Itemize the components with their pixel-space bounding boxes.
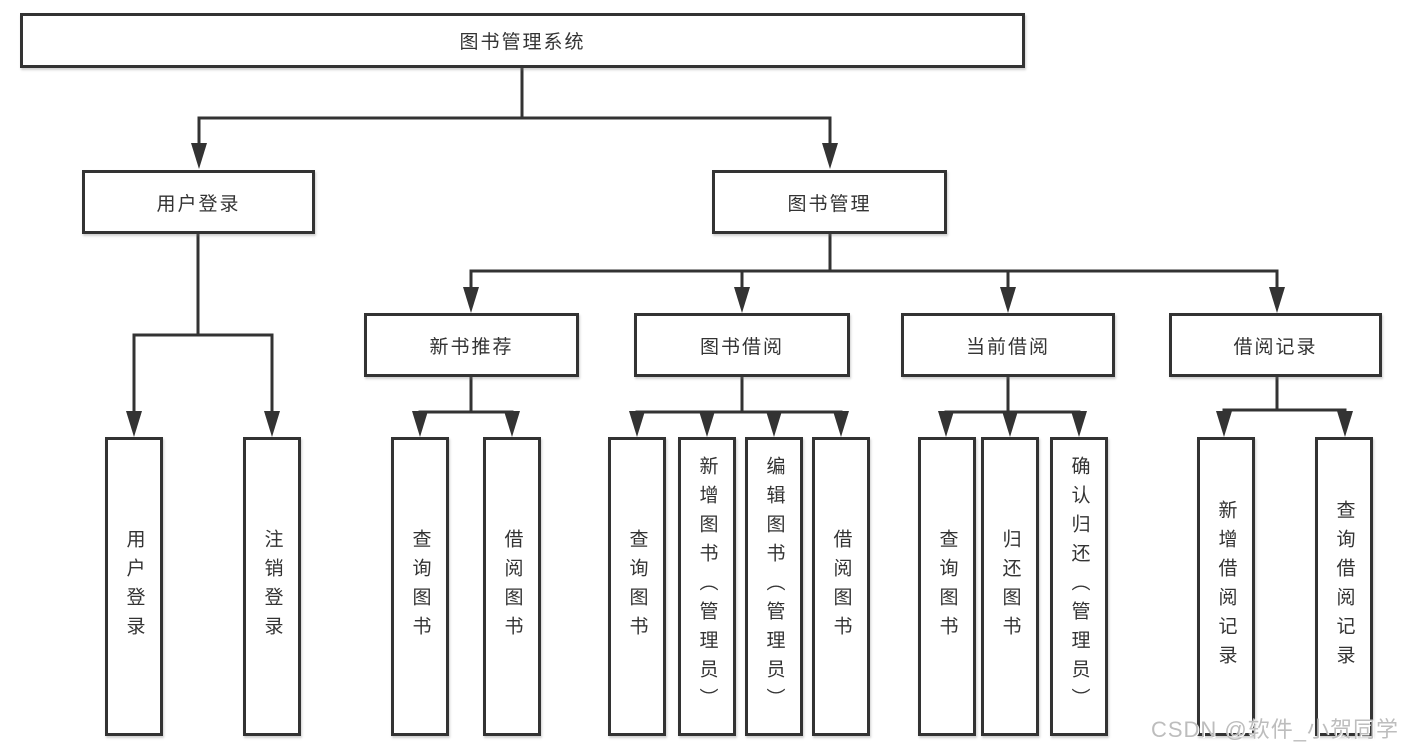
- node-borrow-records-label: 借阅记录: [1233, 336, 1318, 358]
- leaf-logout: 注销登录: [243, 437, 301, 736]
- leaf-return-books: 归还图书: [981, 437, 1039, 736]
- connector-user-login-branch: [126, 233, 280, 437]
- leaf-borrow-query-books-label: 查询图书: [626, 528, 648, 645]
- leaf-add-borrow-record: 新增借阅记录: [1197, 437, 1255, 736]
- node-book-management-label: 图书管理: [787, 193, 872, 215]
- leaf-borrow-books: 借阅图书: [812, 437, 870, 736]
- leaf-recommend-borrow-books-label: 借阅图书: [501, 528, 523, 645]
- leaf-edit-books-admin: 编辑图书（管理员）: [745, 437, 803, 736]
- leaf-confirm-return-admin: 确认归还（管理员）: [1050, 437, 1108, 736]
- connector-book-borrow: [629, 377, 849, 437]
- leaf-logout-label: 注销登录: [261, 528, 283, 645]
- leaf-borrow-books-label: 借阅图书: [830, 528, 852, 645]
- leaf-edit-books-admin-label: 编辑图书（管理员）: [763, 456, 785, 717]
- leaf-add-books-admin-label: 新增图书（管理员）: [696, 456, 718, 717]
- node-book-management: 图书管理: [712, 170, 947, 234]
- connector-new-book-recommend: [412, 377, 520, 437]
- connector-borrow-records: [1216, 377, 1353, 437]
- node-book-borrow-label: 图书借阅: [699, 336, 784, 358]
- node-root-label: 图书管理系统: [459, 32, 586, 53]
- node-root: 图书管理系统: [20, 13, 1025, 68]
- leaf-return-books-label: 归还图书: [999, 528, 1021, 645]
- leaf-query-borrow-record: 查询借阅记录: [1315, 437, 1373, 736]
- node-new-book-recommend: 新书推荐: [364, 313, 579, 377]
- leaf-confirm-return-admin-label: 确认归还（管理员）: [1068, 456, 1090, 717]
- node-current-borrow: 当前借阅: [901, 313, 1115, 377]
- connector-book-mgmt-branch: [463, 234, 1285, 313]
- leaf-recommend-query-books-label: 查询图书: [409, 528, 431, 645]
- leaf-recommend-query-books: 查询图书: [391, 437, 449, 736]
- node-book-borrow: 图书借阅: [634, 313, 850, 377]
- node-user-login-label: 用户登录: [156, 193, 241, 215]
- leaf-query-borrow-record-label: 查询借阅记录: [1333, 499, 1355, 674]
- leaf-borrow-query-books: 查询图书: [608, 437, 666, 736]
- leaf-add-books-admin: 新增图书（管理员）: [678, 437, 736, 736]
- node-current-borrow-label: 当前借阅: [965, 336, 1050, 358]
- leaf-current-query-books-label: 查询图书: [936, 528, 958, 645]
- watermark: CSDN @软件_小贺同学: [1150, 717, 1399, 742]
- leaf-user-login: 用户登录: [105, 437, 163, 736]
- node-new-book-recommend-label: 新书推荐: [429, 336, 514, 358]
- node-borrow-records: 借阅记录: [1169, 313, 1382, 377]
- leaf-recommend-borrow-books: 借阅图书: [483, 437, 541, 736]
- leaf-add-borrow-record-label: 新增借阅记录: [1215, 499, 1237, 674]
- connector-current-borrow: [938, 377, 1087, 437]
- connector-root-to-level2: [191, 68, 838, 169]
- node-user-login: 用户登录: [82, 170, 315, 234]
- leaf-user-login-label: 用户登录: [123, 528, 145, 645]
- leaf-current-query-books: 查询图书: [918, 437, 976, 736]
